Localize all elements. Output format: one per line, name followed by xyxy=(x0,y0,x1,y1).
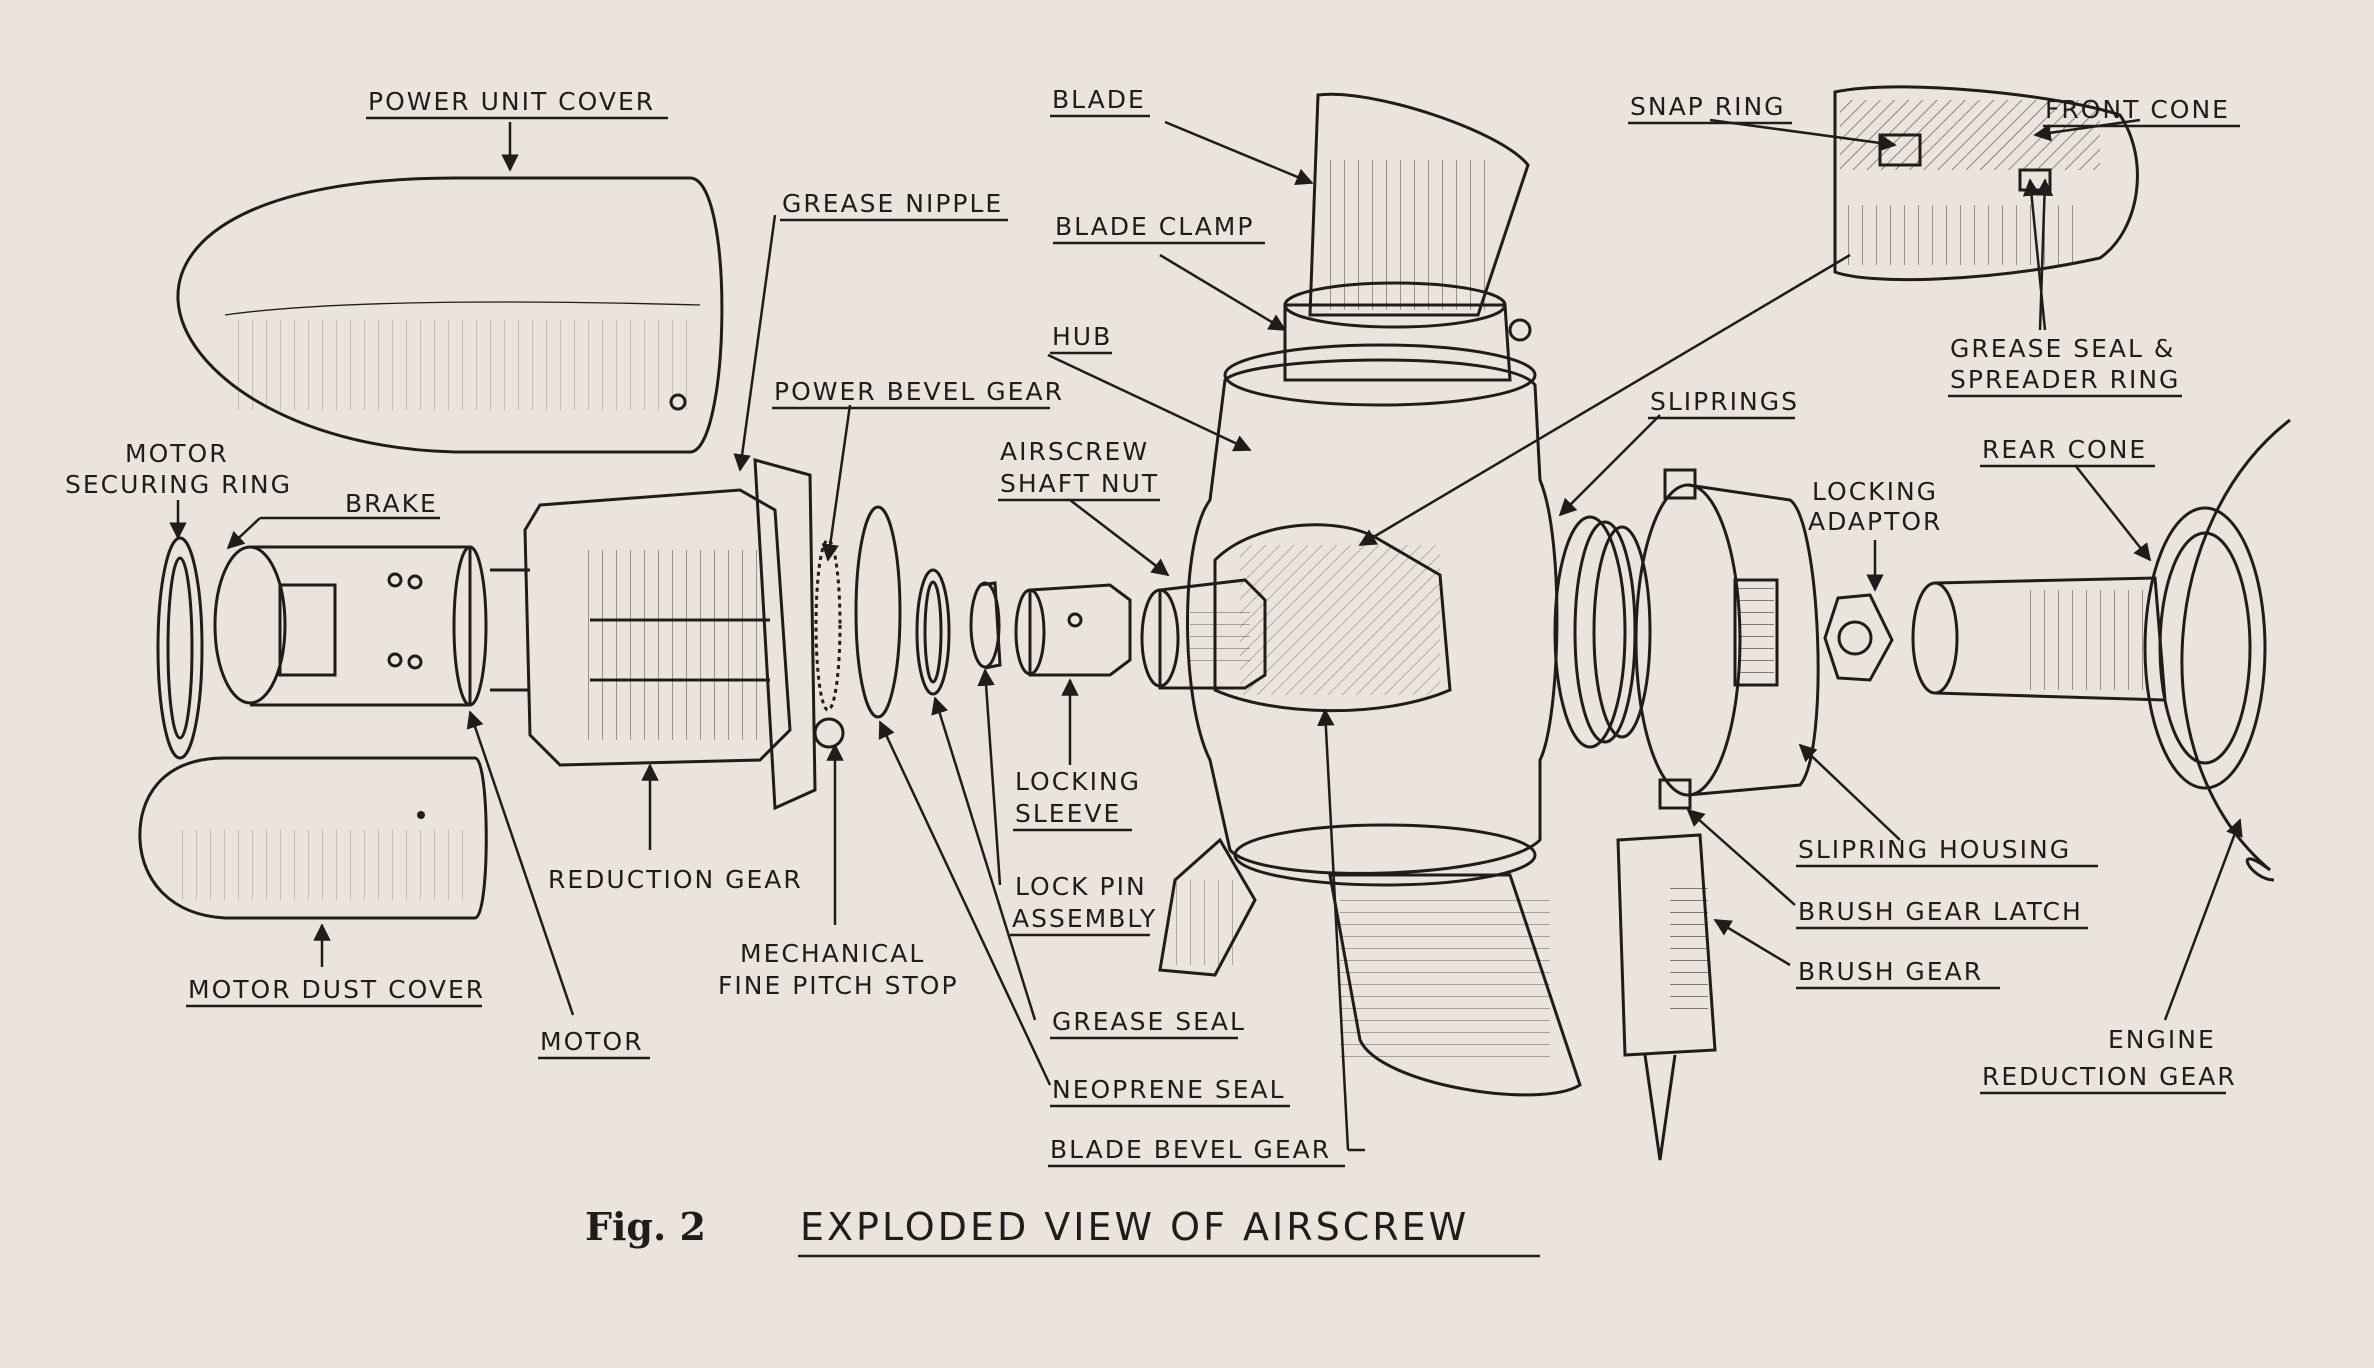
label-grease-seal-spreader-1: GREASE SEAL & xyxy=(1950,334,2175,363)
callout-labels: POWER UNIT COVER GREASE NIPPLE BLADE BLA… xyxy=(65,85,2240,1168)
label-motor-securing-ring-1: MOTOR xyxy=(125,439,229,468)
leader-lines xyxy=(169,118,2243,1152)
label-locking-adaptor-2: ADAPTOR xyxy=(1808,507,1942,536)
label-engine-reduction-gear-1: ENGINE xyxy=(2108,1025,2216,1054)
label-brush-gear: BRUSH GEAR xyxy=(1798,957,1983,986)
label-motor: MOTOR xyxy=(540,1027,644,1056)
label-motor-securing-ring-2: SECURING RING xyxy=(65,470,292,499)
label-mechanical-fine-pitch-stop-1: MECHANICAL xyxy=(740,939,925,968)
engine-reduction-gear-part xyxy=(2143,418,2291,882)
label-power-bevel-gear: POWER BEVEL GEAR xyxy=(774,377,1064,406)
label-lock-pin-assembly-2: ASSEMBLY xyxy=(1012,904,1157,933)
figure-number: Fig. 2 xyxy=(585,1204,706,1249)
locking-sleeve-part xyxy=(1014,583,1132,677)
label-mechanical-fine-pitch-stop-2: FINE PITCH STOP xyxy=(718,971,959,1000)
slipring-housing-part xyxy=(1634,468,1820,810)
neoprene-seal-part xyxy=(854,505,902,719)
brush-gear-part xyxy=(1616,833,1717,1161)
figure-caption: Fig. 2 EXPLODED VIEW OF AIRSCREW xyxy=(585,1204,1540,1258)
hub-part xyxy=(1186,343,1559,887)
grease-seal-part xyxy=(915,568,951,696)
lock-pin-assembly-part xyxy=(969,581,1002,670)
label-lock-pin-assembly-1: LOCK PIN xyxy=(1015,872,1147,901)
lower-blade-part xyxy=(1328,873,1582,1097)
label-blade-clamp: BLADE CLAMP xyxy=(1055,212,1254,241)
label-front-cone: FRONT CONE xyxy=(2045,95,2230,124)
label-blade-bevel-gear: BLADE BEVEL GEAR xyxy=(1050,1135,1331,1164)
upper-blade-part xyxy=(1308,92,1530,317)
hub-section-inset xyxy=(1833,85,2139,282)
label-sliprings: SLIPRINGS xyxy=(1650,387,1799,416)
power-unit-cover-part xyxy=(176,176,724,454)
label-slipring-housing: SLIPRING HOUSING xyxy=(1798,835,2071,864)
label-airscrew-shaft-nut-2: SHAFT NUT xyxy=(1000,469,1159,498)
label-grease-seal-spreader-2: SPREADER RING xyxy=(1950,365,2180,394)
label-grease-seal: GREASE SEAL xyxy=(1052,1007,1246,1036)
locking-adaptor-part xyxy=(1823,593,1894,682)
label-motor-dust-cover: MOTOR DUST COVER xyxy=(188,975,485,1004)
motor-dust-cover-part xyxy=(138,756,488,920)
label-neoprene-seal: NEOPRENE SEAL xyxy=(1052,1075,1286,1104)
label-power-unit-cover: POWER UNIT COVER xyxy=(368,87,655,116)
label-hub: HUB xyxy=(1052,322,1112,351)
label-engine-reduction-gear-2: REDUCTION GEAR xyxy=(1982,1062,2237,1091)
label-snap-ring: SNAP RING xyxy=(1630,92,1786,121)
label-locking-sleeve-2: SLEEVE xyxy=(1015,799,1121,828)
label-rear-cone: REAR CONE xyxy=(1982,435,2147,464)
label-brake: BRAKE xyxy=(345,489,438,518)
rear-cone-part xyxy=(1911,576,2167,702)
label-locking-adaptor-1: LOCKING xyxy=(1812,477,1938,506)
label-locking-sleeve-1: LOCKING xyxy=(1015,767,1141,796)
label-airscrew-shaft-nut-1: AIRSCREW xyxy=(1000,437,1149,466)
side-blade-part xyxy=(1158,837,1257,977)
label-blade: BLADE xyxy=(1052,85,1146,114)
label-brush-gear-latch: BRUSH GEAR LATCH xyxy=(1798,897,2083,926)
motor-securing-ring-part xyxy=(156,536,204,760)
motor-part xyxy=(213,545,530,707)
label-reduction-gear: REDUCTION GEAR xyxy=(548,865,803,894)
label-grease-nipple: GREASE NIPPLE xyxy=(782,189,1003,218)
figure-title: EXPLODED VIEW OF AIRSCREW xyxy=(800,1205,1469,1249)
reduction-gear-part xyxy=(523,458,845,811)
